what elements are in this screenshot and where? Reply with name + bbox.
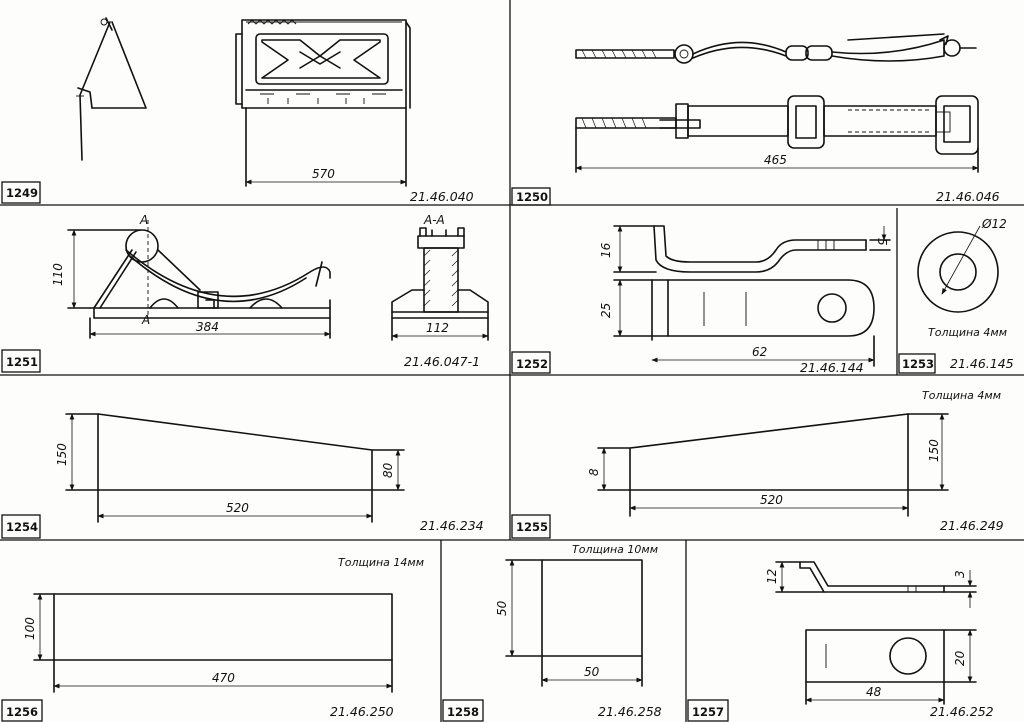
code-1258: 21.46.258 xyxy=(598,704,662,719)
cell-number-1253: 1253 xyxy=(902,357,934,371)
cell-number-1257: 1257 xyxy=(692,705,724,719)
dim-1254-length: 520 xyxy=(226,501,249,515)
code-1250: 21.46.046 xyxy=(936,189,1000,204)
cell-number-1258: 1258 xyxy=(447,705,479,719)
dim-1257-thickness: 3 xyxy=(953,570,967,578)
dim-1255-height-max: 150 xyxy=(927,439,941,462)
dim-1251-height: 110 xyxy=(51,263,65,286)
part-1255-drawing xyxy=(597,413,949,517)
part-1258-drawing xyxy=(505,559,643,687)
dim-1256-height: 100 xyxy=(23,617,37,640)
cell-number-1249: 1249 xyxy=(6,186,38,200)
dim-1257-bend-height: 12 xyxy=(765,569,779,584)
cell-number-1252: 1252 xyxy=(516,357,548,371)
dim-1254-height-max: 150 xyxy=(55,443,69,466)
dim-1249-width: 570 xyxy=(312,167,335,181)
cell-number-1251: 1251 xyxy=(6,355,38,369)
note-1253-thickness: Толщина 4мм xyxy=(928,326,1007,339)
section-label-a-a: А-А xyxy=(423,213,445,227)
code-1251: 21.46.047-1 xyxy=(404,354,480,369)
section-mark-a-top: А xyxy=(139,213,148,227)
section-mark-a-bottom: А xyxy=(141,313,150,327)
dim-1257-width: 20 xyxy=(953,650,967,666)
part-1253-drawing xyxy=(917,225,999,313)
cell-number-boxes xyxy=(1,181,936,722)
dim-1251-length: 384 xyxy=(196,320,219,334)
dim-1252-height-bend: 16 xyxy=(599,242,613,258)
dim-1255-height-min: 8 xyxy=(587,468,601,476)
part-1250-drawing xyxy=(575,33,979,173)
part-1256-drawing xyxy=(33,593,393,693)
part-1257-drawing xyxy=(775,561,977,705)
dim-1253-hole-diameter: Ø12 xyxy=(981,217,1007,231)
code-1255: 21.46.249 xyxy=(940,518,1004,533)
cell-number-1254: 1254 xyxy=(6,520,38,534)
part-1249-drawing xyxy=(76,17,411,187)
dim-1258-width: 50 xyxy=(584,665,600,679)
code-1252: 21.46.144 xyxy=(800,360,864,375)
cell-number-1250: 1250 xyxy=(516,190,548,204)
note-1258-thickness: Толщина 10мм xyxy=(572,543,658,556)
dim-1255-length: 520 xyxy=(760,493,783,507)
part-1254-drawing xyxy=(65,413,405,523)
dim-1254-height-min: 80 xyxy=(381,462,395,478)
code-1253: 21.46.145 xyxy=(950,356,1014,371)
dim-1252-length: 62 xyxy=(752,345,767,359)
dim-1256-length: 470 xyxy=(212,671,235,685)
dim-1258-height: 50 xyxy=(495,600,509,616)
dim-1250-length: 465 xyxy=(764,153,787,167)
code-1254: 21.46.234 xyxy=(420,518,484,533)
note-1255-thickness: Толщина 4мм xyxy=(922,389,1001,402)
code-1256: 21.46.250 xyxy=(330,704,394,719)
dim-1257-length: 48 xyxy=(866,685,882,699)
part-1251-drawing xyxy=(67,220,489,341)
dim-1252-offset: 5 xyxy=(875,238,889,246)
code-1257: 21.46.252 xyxy=(930,704,994,719)
cell-number-1255: 1255 xyxy=(516,520,548,534)
note-1256-thickness: Толщина 14мм xyxy=(338,556,424,569)
cell-number-1256: 1256 xyxy=(6,705,38,719)
dim-1251-section-width: 112 xyxy=(426,321,449,335)
code-1249: 21.46.040 xyxy=(410,189,474,204)
part-1252-drawing xyxy=(613,225,891,367)
dim-1252-width: 25 xyxy=(599,303,613,318)
